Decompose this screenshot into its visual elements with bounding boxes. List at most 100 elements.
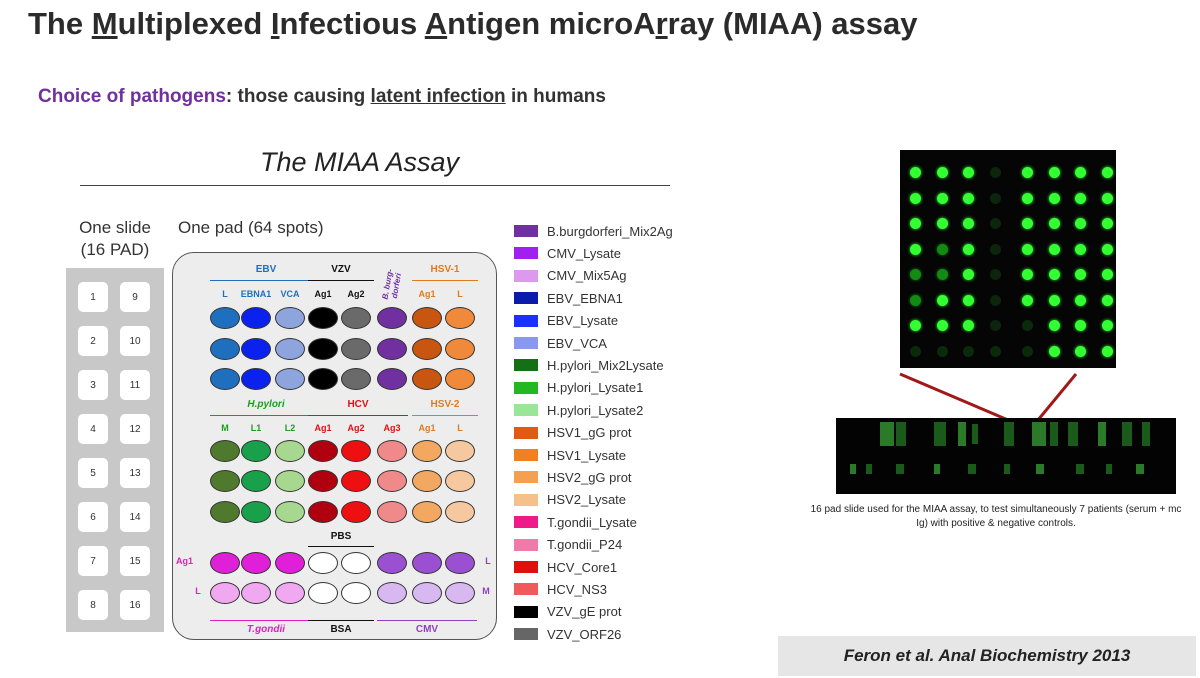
antigen-spot xyxy=(412,552,442,574)
legend-item: EBV_VCA xyxy=(514,333,607,353)
title-part: nfectious xyxy=(279,6,425,41)
array-spot xyxy=(963,192,974,204)
array-spot xyxy=(910,218,921,229)
array-spot xyxy=(936,243,948,255)
antigen-spot xyxy=(377,440,407,462)
column-label-mid-7: L xyxy=(457,423,463,433)
strip-spot xyxy=(1004,464,1010,474)
array-spot xyxy=(910,192,921,204)
legend-swatch xyxy=(514,561,538,573)
antigen-spot xyxy=(210,307,240,329)
antigen-spot xyxy=(275,307,305,329)
antigen-spot xyxy=(445,368,475,390)
array-spot xyxy=(989,167,1001,178)
strip-spot xyxy=(934,464,940,474)
legend-label: VZV_gE prot xyxy=(547,604,622,620)
group-label-bsa: BSA xyxy=(330,624,352,635)
legend-swatch xyxy=(514,628,538,641)
pad-header: One pad (64 spots) xyxy=(178,218,324,237)
legend-item: EBV_Lysate xyxy=(514,311,618,331)
antigen-spot xyxy=(275,368,305,390)
row-label-right_m: M xyxy=(482,586,490,596)
legend-swatch xyxy=(514,404,538,417)
legend-item: HCV_NS3 xyxy=(514,579,607,599)
strip-spot xyxy=(1106,464,1112,474)
legend-item: VZV_ORF26 xyxy=(514,624,621,644)
legend-label: B.burgdorferi_Mix2Ag xyxy=(547,223,673,239)
array-spot xyxy=(1101,320,1113,331)
strip-spot xyxy=(850,464,856,474)
zoom-line-right xyxy=(1036,373,1078,421)
slide-header: One slide (16 PAD) xyxy=(62,217,168,261)
array-spot xyxy=(1101,218,1113,229)
legend-label: HSV2_Lysate xyxy=(547,492,627,508)
array-spot xyxy=(1048,243,1060,255)
strip-spot xyxy=(1068,422,1078,446)
antigen-spot xyxy=(445,470,475,492)
array-spot xyxy=(936,269,948,280)
row-label-left_ag1: Ag1 xyxy=(176,556,194,566)
strip-spot xyxy=(1142,422,1150,446)
legend-swatch xyxy=(514,605,538,618)
antigen-spot xyxy=(308,440,338,462)
array-spot xyxy=(936,192,948,204)
title-part: ntigen microA xyxy=(447,6,656,41)
legend-label: CMV_Mix5Ag xyxy=(547,268,627,284)
antigen-spot xyxy=(210,338,240,360)
array-spot xyxy=(1075,320,1086,331)
array-spot xyxy=(936,218,948,229)
citation: Feron et al. Anal Biochemistry 2013 xyxy=(778,636,1196,676)
antigen-spot xyxy=(445,552,475,574)
assay-title: The MIAA Assay xyxy=(260,147,460,177)
group-label-ebv: EBV xyxy=(255,264,277,275)
antigen-spot xyxy=(308,368,338,390)
antigen-spot xyxy=(412,501,442,523)
legend-label: H.pylori_Mix2Lysate xyxy=(547,357,664,373)
page-title: The Multiplexed Infectious Antigen micro… xyxy=(28,6,917,42)
legend-label: HCV_NS3 xyxy=(547,581,607,597)
legend-label: HSV2_gG prot xyxy=(547,469,632,485)
antigen-spot xyxy=(241,440,271,462)
legend-swatch xyxy=(514,583,538,596)
legend-item: T.gondii_Lysate xyxy=(514,512,637,532)
array-spot xyxy=(910,269,921,280)
column-label-mid-6: Ag1 xyxy=(418,423,436,433)
antigen-spot xyxy=(210,470,240,492)
array-spot xyxy=(989,320,1001,331)
legend-item: HSV2_Lysate xyxy=(514,490,626,510)
row-label-right_l: L xyxy=(485,556,491,566)
array-spot xyxy=(989,192,1001,204)
legend-item: B.burgdorferi_Mix2Ag xyxy=(514,221,673,241)
strip-spot xyxy=(1032,422,1046,446)
array-spot xyxy=(1101,192,1113,204)
antigen-spot xyxy=(275,552,305,574)
legend-swatch xyxy=(514,538,538,551)
column-label-mid-2: L2 xyxy=(284,423,296,433)
array-spot xyxy=(1075,294,1086,306)
slide-pad-7: 7 xyxy=(78,546,108,576)
slide-pad-9: 9 xyxy=(120,282,150,312)
legend-item: CMV_Lysate xyxy=(514,243,621,263)
group-rule-hcv xyxy=(308,415,408,416)
title-part: r xyxy=(655,6,668,41)
strip-spot xyxy=(1098,422,1106,446)
group-label-pbs: PBS xyxy=(330,531,352,542)
strip-spot xyxy=(1050,422,1058,446)
array-spot xyxy=(1075,192,1086,204)
slide-pad-2: 2 xyxy=(78,326,108,356)
array-spot xyxy=(910,345,921,357)
array-spot xyxy=(1022,243,1033,255)
fluorescence-pad-image xyxy=(900,150,1116,368)
zoom-connector xyxy=(899,372,1078,422)
legend-label: VZV_ORF26 xyxy=(547,626,622,642)
title-part: ray (MIAA) assay xyxy=(667,6,918,41)
array-spot xyxy=(963,167,974,178)
array-spot xyxy=(1022,320,1033,331)
legend-item: T.gondii_P24 xyxy=(514,535,622,555)
group-label-hcv: HCV xyxy=(347,399,369,410)
antigen-spot xyxy=(308,470,338,492)
legend-item: HSV1_Lysate xyxy=(514,445,626,465)
array-spot xyxy=(910,167,921,178)
group-label-vzv: VZV xyxy=(331,264,351,275)
legend-swatch xyxy=(514,314,538,327)
